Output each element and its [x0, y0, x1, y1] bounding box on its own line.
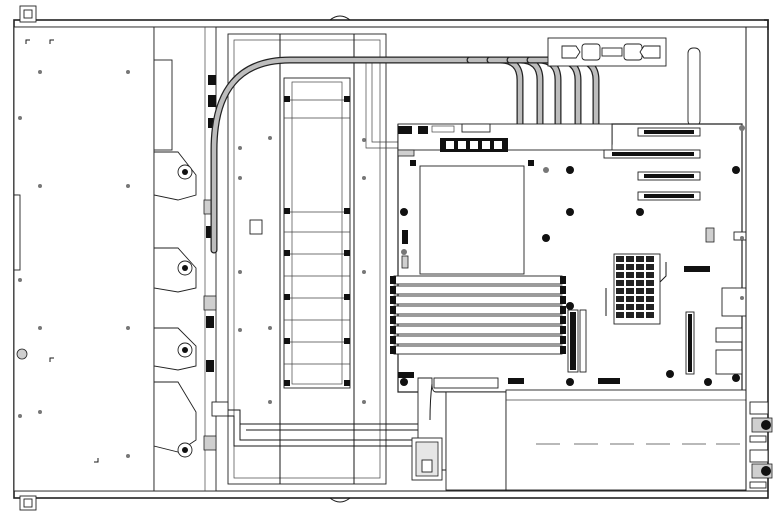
- rear-io-panel: [547, 37, 701, 127]
- fan-module: [153, 247, 217, 311]
- dimm-slot: [393, 285, 563, 295]
- rear-edge: [740, 19, 769, 491]
- dimm-slot: [393, 315, 563, 325]
- dimm-slot: [393, 275, 563, 285]
- psu-handle: [749, 449, 773, 489]
- motherboard: [397, 123, 747, 393]
- fan-module: [153, 327, 197, 371]
- fan-module: [153, 381, 217, 458]
- vertical-headers: [567, 287, 747, 375]
- power-supply-area: [411, 377, 773, 491]
- dimm-slot: [393, 295, 563, 305]
- dimm-slot: [393, 305, 563, 315]
- fan-module-column: [153, 26, 217, 492]
- chipset: [605, 253, 667, 325]
- dimm-slot: [393, 335, 563, 345]
- dimm-slot: [393, 325, 563, 335]
- fan-module: [153, 151, 217, 215]
- dimm-slots: [390, 275, 566, 355]
- front-drive-area: [13, 26, 155, 492]
- air-duct-frame: [211, 33, 440, 485]
- dimm-slot: [393, 345, 563, 355]
- pcie-slots: [603, 127, 701, 201]
- hdd-bay-cage: [505, 389, 747, 491]
- cpu-heatsink: [419, 165, 525, 275]
- psu-handle: [749, 401, 773, 443]
